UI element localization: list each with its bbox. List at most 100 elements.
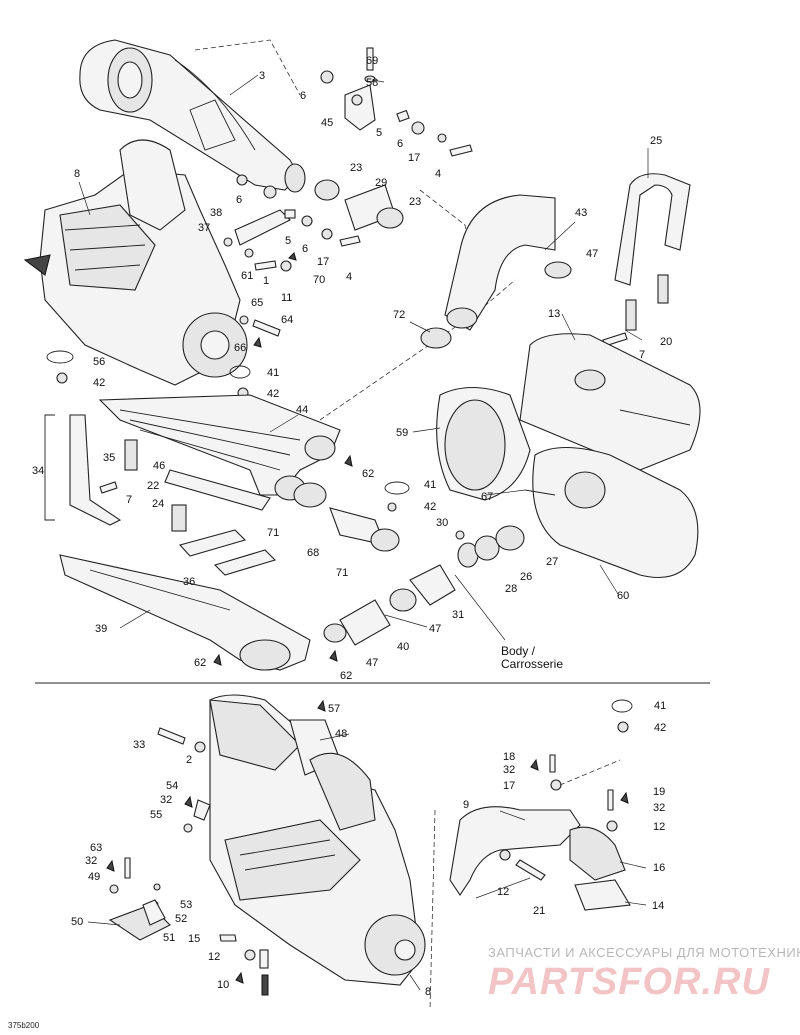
watermark-logo: PARTSFOR.RU [488, 961, 770, 1003]
callout: 47 [366, 657, 378, 669]
callout: 6 [236, 194, 242, 206]
leader-line [454, 574, 506, 641]
callout: 49 [88, 871, 100, 883]
callout: 30 [436, 517, 448, 529]
callout: 6 [302, 243, 308, 255]
callout: 50 [71, 916, 83, 928]
heat-shield [436, 387, 531, 501]
insulation-pads [164, 469, 277, 576]
callout: 32 [85, 855, 97, 867]
engine-lower [209, 694, 426, 986]
muffler-support [449, 699, 633, 911]
callout: 3 [259, 70, 265, 82]
callout: 48 [335, 728, 347, 740]
callout: 53 [180, 899, 192, 911]
callout: 45 [321, 117, 333, 129]
callout: 5 [376, 127, 382, 139]
pipe-sleeve [314, 179, 404, 231]
callout: 1 [263, 275, 269, 287]
callout: 2 [186, 754, 192, 766]
muffler-strap [602, 173, 691, 347]
callout: 13 [548, 308, 560, 320]
callout: 41 [267, 367, 279, 379]
callout: 64 [281, 314, 293, 326]
callout: 62 [194, 657, 206, 669]
callout: 4 [435, 168, 441, 180]
mount-bracket [320, 47, 473, 157]
callout: 32 [160, 794, 172, 806]
callout: 31 [452, 609, 464, 621]
callout: 55 [150, 809, 162, 821]
callout: 14 [652, 900, 664, 912]
callout: 61 [241, 270, 253, 282]
callout: 17 [317, 256, 329, 268]
callout: 8 [425, 986, 431, 998]
callout: 62 [362, 468, 374, 480]
callout: 39 [95, 623, 107, 635]
hanger-bracket [44, 414, 138, 526]
callout: 32 [653, 802, 665, 814]
callout: 71 [336, 567, 348, 579]
callout: 4 [346, 271, 352, 283]
callouts: 3 69 58 6 45 5 6 17 4 23 29 23 8 6 38 37… [32, 55, 672, 998]
callout: 42 [267, 388, 279, 400]
callout: 54 [166, 780, 178, 792]
callout: 42 [424, 501, 436, 513]
callout: 24 [152, 498, 164, 510]
callout: 7 [639, 349, 645, 361]
callout: 32 [503, 764, 515, 776]
body-note-line1: Body / [501, 644, 536, 658]
muffler-body [524, 447, 699, 579]
callout: 46 [153, 460, 165, 472]
callout: 69 [366, 55, 378, 67]
callout: 26 [520, 571, 532, 583]
callout: 8 [74, 168, 80, 180]
drawing-code: 375b200 [8, 1021, 40, 1030]
callout: 58 [366, 77, 378, 89]
callout: 62 [340, 670, 352, 682]
callout: 38 [210, 207, 222, 219]
callout: 65 [251, 297, 263, 309]
callout: 41 [424, 479, 436, 491]
callout: 41 [654, 700, 666, 712]
callout: 44 [296, 404, 308, 416]
callout: 42 [654, 722, 666, 734]
callout: 71 [267, 527, 279, 539]
callout: 21 [533, 905, 545, 917]
callout: 29 [375, 177, 387, 189]
callout: 56 [93, 356, 105, 368]
exhaust-pipe [59, 554, 311, 671]
callout: 52 [175, 913, 187, 925]
leader-lines [78, 74, 649, 991]
dashed-guide [559, 759, 621, 786]
dashed-guide [429, 809, 436, 1011]
callout: 59 [396, 427, 408, 439]
callout: 33 [133, 739, 145, 751]
callout: 17 [408, 152, 420, 164]
callout: 15 [188, 933, 200, 945]
callout: 70 [313, 274, 325, 286]
callout: 23 [350, 162, 362, 174]
callout: 67 [481, 491, 493, 503]
callout: 6 [397, 138, 403, 150]
callout: 51 [163, 932, 175, 944]
callout: 66 [234, 342, 246, 354]
callout: 60 [617, 590, 629, 602]
callout: 19 [653, 786, 665, 798]
engine [23, 139, 248, 386]
callout: 27 [546, 556, 558, 568]
callout: 43 [575, 207, 587, 219]
callout: 37 [198, 222, 210, 234]
dashed-guide [194, 39, 301, 96]
callout: 72 [393, 309, 405, 321]
callout: 36 [183, 576, 195, 588]
callout: 12 [653, 821, 665, 833]
lower-hardware [106, 699, 326, 996]
muffler [519, 333, 701, 471]
callout: 47 [429, 623, 441, 635]
callout: 57 [328, 703, 340, 715]
callout: 47 [586, 248, 598, 260]
callout: 34 [32, 465, 44, 477]
